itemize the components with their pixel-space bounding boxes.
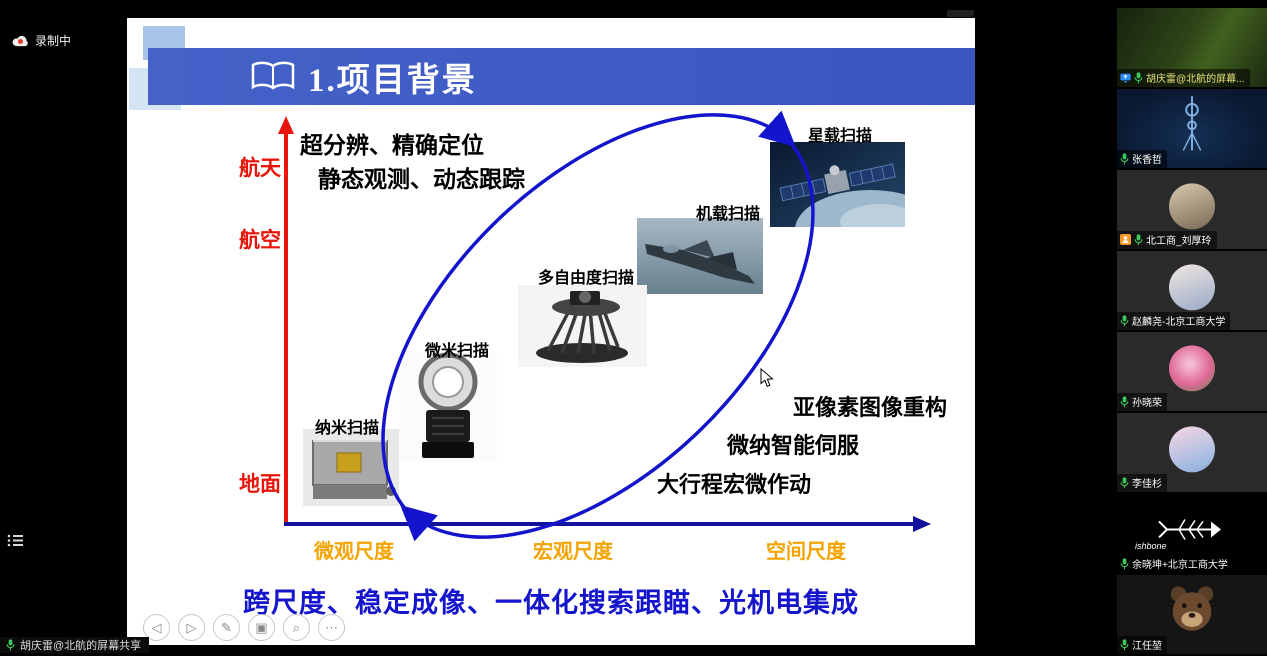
shapes-icon: ▣	[255, 619, 268, 635]
label-airborne-scan: 机载扫描	[695, 206, 760, 223]
annotation-toolbar: ◁ ▷ ✎ ▣ ⌕ ⋯	[143, 614, 345, 641]
participant-name: 胡庆雷@北航的屏幕...	[1146, 74, 1245, 85]
y-axis-label-aviation: 航空	[239, 229, 281, 252]
fishbone-graphic	[1157, 511, 1227, 552]
next-icon: ▷	[186, 619, 197, 635]
screen-share-status-bar: 胡庆雷@北航的屏幕共享	[0, 637, 150, 653]
cloud-record-icon	[12, 35, 29, 47]
label-satellite-scan: 星载扫描	[807, 128, 872, 145]
avatar	[1169, 344, 1215, 391]
prev-icon: ◁	[151, 619, 162, 635]
shared-slide: 1.项目背景 超分辨、精确定位 静态观测、动态跟踪 航天 航空 地面 微观尺度 …	[127, 18, 975, 645]
share-label: 胡庆雷@北航的屏幕共享	[20, 640, 142, 652]
slide-keyword-3: 大行程宏微作动	[657, 472, 812, 497]
slide-headline-2: 静态观测、动态跟踪	[318, 166, 525, 192]
mic-icon	[1120, 557, 1129, 569]
fishbone-overlay-text: ishbone	[1135, 541, 1167, 551]
recording-dot	[18, 38, 23, 44]
x-axis-label-space: 空间尺度	[766, 541, 846, 563]
name-bar: 张香哲	[1117, 150, 1167, 168]
name-bar: 孙晓荣	[1117, 393, 1167, 411]
prev-button[interactable]: ◁	[143, 614, 170, 641]
window-controls[interactable]	[947, 10, 974, 17]
participant-tile[interactable]: 胡庆雷@北航的屏幕...	[1117, 8, 1267, 87]
micrometer-stage-image	[399, 352, 497, 462]
aircraft-image	[637, 218, 763, 294]
magnifier-button[interactable]: ⌕	[283, 614, 310, 641]
bear-photo	[1165, 582, 1219, 641]
x-axis-label-micro: 微观尺度	[314, 541, 394, 563]
book-icon	[251, 61, 295, 90]
participant-name: 李佳杉	[1132, 479, 1162, 490]
participant-name: 孙晓荣	[1132, 398, 1162, 409]
x-axis-label-macro: 宏观尺度	[533, 541, 613, 563]
participant-name: 余晓坤+北京工商大学	[1132, 560, 1228, 571]
mic-icon	[1120, 395, 1129, 407]
name-bar: 赵麟尧-北京工商大学	[1117, 312, 1231, 330]
mic-icon	[1134, 71, 1143, 83]
member-list-icon[interactable]	[7, 534, 23, 552]
participant-tile[interactable]: ishbone 余晓坤+北京工商大学	[1117, 494, 1267, 573]
pen-button[interactable]: ✎	[213, 614, 240, 641]
participant-tile[interactable]: 北工商_刘厚玲	[1117, 170, 1267, 249]
label-micro-scan: 微米扫描	[424, 343, 489, 360]
name-bar: 北工商_刘厚玲	[1117, 231, 1217, 249]
y-axis-label-ground: 地面	[239, 473, 281, 496]
y-axis-label-aerospace: 航天	[239, 157, 281, 180]
name-bar: 李佳杉	[1117, 474, 1167, 492]
participant-name: 北工商_刘厚玲	[1146, 236, 1212, 247]
slide-title-banner: 1.项目背景	[148, 48, 975, 105]
mic-icon	[1120, 314, 1129, 326]
label-nano-scan: 纳米扫描	[314, 420, 379, 437]
mic-icon	[1134, 233, 1143, 245]
participant-tile[interactable]: 江任堃	[1117, 575, 1267, 654]
mic-icon	[1120, 476, 1129, 488]
next-button[interactable]: ▷	[178, 614, 205, 641]
hexapod-image	[518, 285, 647, 367]
role-badge-icon	[1120, 234, 1131, 245]
participant-tile[interactable]: 赵麟尧-北京工商大学	[1117, 251, 1267, 330]
slide-title: 1.项目背景	[308, 62, 477, 99]
tower-photo	[1175, 94, 1209, 157]
mic-icon	[6, 639, 15, 651]
recording-label: 录制中	[35, 34, 72, 48]
participant-tile[interactable]: 李佳杉	[1117, 413, 1267, 492]
screen-share-icon	[1120, 73, 1131, 82]
name-bar: 胡庆雷@北航的屏幕...	[1117, 69, 1250, 87]
slide-keyword-2: 微纳智能伺服	[727, 433, 860, 458]
avatar	[1169, 263, 1215, 310]
magnifier-icon: ⌕	[292, 619, 301, 635]
avatar	[1169, 425, 1215, 472]
more-button[interactable]: ⋯	[318, 614, 345, 641]
participant-name: 赵麟尧-北京工商大学	[1132, 317, 1226, 328]
slide-headline-1: 超分辨、精确定位	[300, 132, 484, 158]
shapes-button[interactable]: ▣	[248, 614, 275, 641]
mic-icon	[1120, 152, 1129, 164]
slide-summary-line: 跨尺度、稳定成像、一体化搜索跟瞄、光机电集成	[243, 588, 859, 618]
label-multidof-scan: 多自由度扫描	[537, 270, 634, 287]
participant-name: 江任堃	[1132, 641, 1162, 652]
participant-tile[interactable]: 孙晓荣	[1117, 332, 1267, 411]
more-icon: ⋯	[325, 619, 338, 635]
participant-list: 胡庆雷@北航的屏幕... 张香哲 北工商_刘厚玲 赵麟尧-北京工商大学	[1117, 8, 1267, 656]
participant-name: 张香哲	[1132, 155, 1162, 166]
name-bar: 余晓坤+北京工商大学	[1117, 555, 1233, 573]
nano-stage-image	[303, 429, 399, 506]
pen-icon: ✎	[221, 619, 232, 635]
slide-keyword-1: 亚像素图像重构	[793, 395, 948, 420]
satellite-image	[770, 142, 905, 227]
mic-icon	[1120, 638, 1129, 650]
participant-tile[interactable]: 张香哲	[1117, 89, 1267, 168]
name-bar: 江任堃	[1117, 636, 1167, 654]
avatar	[1169, 182, 1215, 229]
recording-indicator[interactable]: 录制中	[12, 32, 71, 49]
